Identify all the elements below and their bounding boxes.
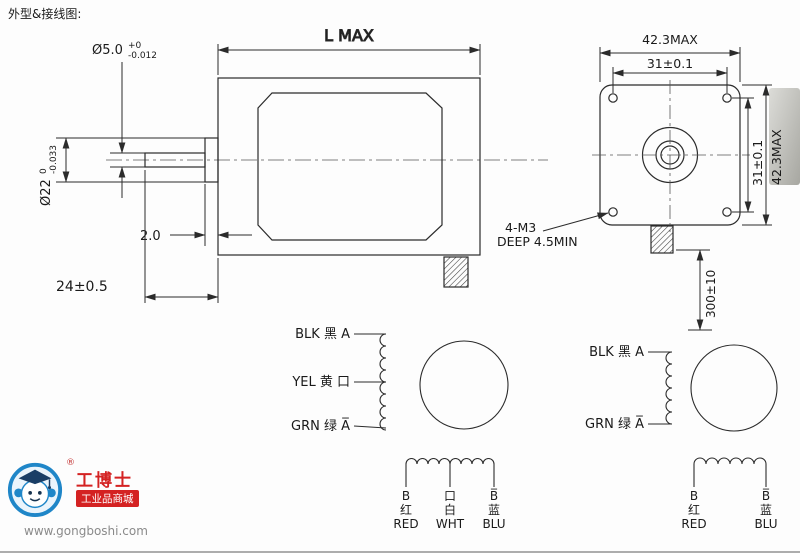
phase-b-coil	[693, 457, 767, 465]
mascot-smile	[29, 498, 41, 502]
dim-label-l-max: L MAX	[324, 26, 374, 45]
side-view	[106, 77, 548, 288]
dim-label-pilot-tol-dn: -0.033	[49, 145, 59, 174]
lead-label-b-bar-en: BLU	[754, 517, 777, 531]
dim-label-pilot-dia: Ø22	[39, 179, 54, 206]
lead-label-b-bar-en: BLU	[482, 517, 505, 531]
brand-url: www.gongboshi.com	[24, 524, 148, 538]
lead-label-b-bar: B̅	[762, 488, 770, 503]
dim-label-pilot-depth: 2.0	[140, 229, 161, 244]
site-logo: ® 工博士 工业品商城 www.gongboshi.com	[4, 456, 154, 551]
cable-crimp-front	[650, 225, 674, 254]
mascot-eye-right	[37, 491, 42, 495]
registered-mark: ®	[66, 458, 75, 468]
mascot-ear-right	[47, 488, 56, 498]
mascot-tassel-end	[47, 486, 52, 490]
lead-label-b-bar-cn: 蓝	[488, 503, 500, 517]
phase-a-coil	[665, 351, 673, 425]
brand-tagline: 工业品商城	[76, 490, 139, 507]
dim-cable-length: 300±10	[676, 249, 718, 331]
dim-label-height-max: 42.3MAX	[769, 129, 784, 185]
lead-label-a: BLK 黑 A	[589, 345, 644, 360]
dim-label-pilot-tol-up: 0	[39, 168, 49, 174]
wiring-six-lead: BLK 黑 A YEL 黄 口 GRN 绿 A̅ B 红 RED 口 白 WHT…	[291, 327, 509, 531]
lead-label-b: B	[402, 489, 410, 503]
dim-shaft-dia: Ø5.0 +0 -0.012	[92, 41, 157, 198]
mounting-hole	[608, 207, 618, 217]
mascot-icon	[7, 462, 63, 518]
dim-pilot-depth: 2.0	[140, 184, 252, 246]
lead-label-a-bar: GRN 绿 A̅	[291, 418, 350, 434]
leader-line	[542, 212, 609, 232]
pilot-boss-outline	[204, 137, 219, 183]
dim-label-holes-v: 31±0.1	[750, 140, 765, 186]
phase-b-coil	[405, 458, 495, 465]
dim-pilot-dia: Ø22 0 -0.033	[39, 137, 205, 206]
dim-height-max: 42.3MAX	[742, 84, 784, 226]
dim-holes-v: 31±0.1	[732, 97, 765, 213]
mounting-hole	[608, 93, 618, 103]
lead-label-b-bar: B̅	[490, 488, 498, 503]
dim-label-shaft-dia: Ø5.0	[92, 43, 123, 58]
dim-width-max: 42.3MAX	[599, 32, 741, 82]
dim-label-holes-h: 31±0.1	[647, 56, 693, 71]
holes-note-line2: DEEP 4.5MIN	[497, 234, 578, 249]
dim-l-max: L MAX	[217, 26, 481, 75]
lead-label-b-en: RED	[393, 517, 418, 531]
wiring-four-lead: BLK 黑 A GRN 绿 A̅ B 红 RED B̅ 蓝 BLU	[585, 344, 778, 531]
mascot-eye-left	[28, 491, 33, 495]
mascot-cap	[18, 469, 52, 485]
lead-label-b: B	[690, 489, 698, 503]
lead-label-b-cn: 红	[400, 502, 412, 517]
dim-label-width-max: 42.3MAX	[642, 32, 698, 47]
holes-note-line1: 4-M3	[505, 220, 536, 235]
front-view	[592, 80, 750, 254]
mascot-ear-left	[14, 488, 23, 498]
dim-shaft-length: 24±0.5	[56, 170, 219, 303]
holes-note: 4-M3 DEEP 4.5MIN	[497, 212, 609, 249]
lead-label-b-en: RED	[681, 517, 706, 531]
lead-label-a-bar: GRN 绿 A̅	[585, 416, 644, 432]
lead-label-a: BLK 黑 A	[295, 327, 350, 342]
lead-label-b-cn: 红	[688, 502, 700, 517]
lead-label-c-cn: 白	[444, 502, 456, 517]
motor-symbol	[690, 344, 778, 432]
photo-thumbnail	[769, 88, 800, 185]
phase-a-coil	[379, 333, 387, 431]
motor-body-outline	[217, 77, 481, 256]
mounting-hole	[722, 93, 732, 103]
mounting-hole	[722, 207, 732, 217]
lead-label-center: YEL 黄 口	[291, 375, 350, 390]
page-title: 外型&接线图:	[8, 7, 82, 21]
window-bottom-edge	[0, 551, 800, 553]
dim-label-shaft-length: 24±0.5	[56, 279, 108, 295]
motor-stack-outline	[257, 92, 443, 241]
dim-holes-h: 31±0.1	[612, 56, 728, 93]
motor-symbol	[419, 340, 509, 430]
lead-label-b-bar-cn: 蓝	[760, 503, 772, 517]
dim-label-shaft-tol-up: +0	[128, 41, 142, 51]
dim-label-shaft-tol-dn: -0.012	[128, 51, 157, 61]
lead-label-c-en: WHT	[436, 517, 465, 531]
mascot-face	[20, 479, 50, 509]
dim-label-cable-length: 300±10	[704, 270, 718, 318]
lead-label-c: 口	[444, 489, 456, 503]
brand-name: 工博士	[76, 471, 133, 491]
cable-crimp-side	[443, 256, 469, 288]
